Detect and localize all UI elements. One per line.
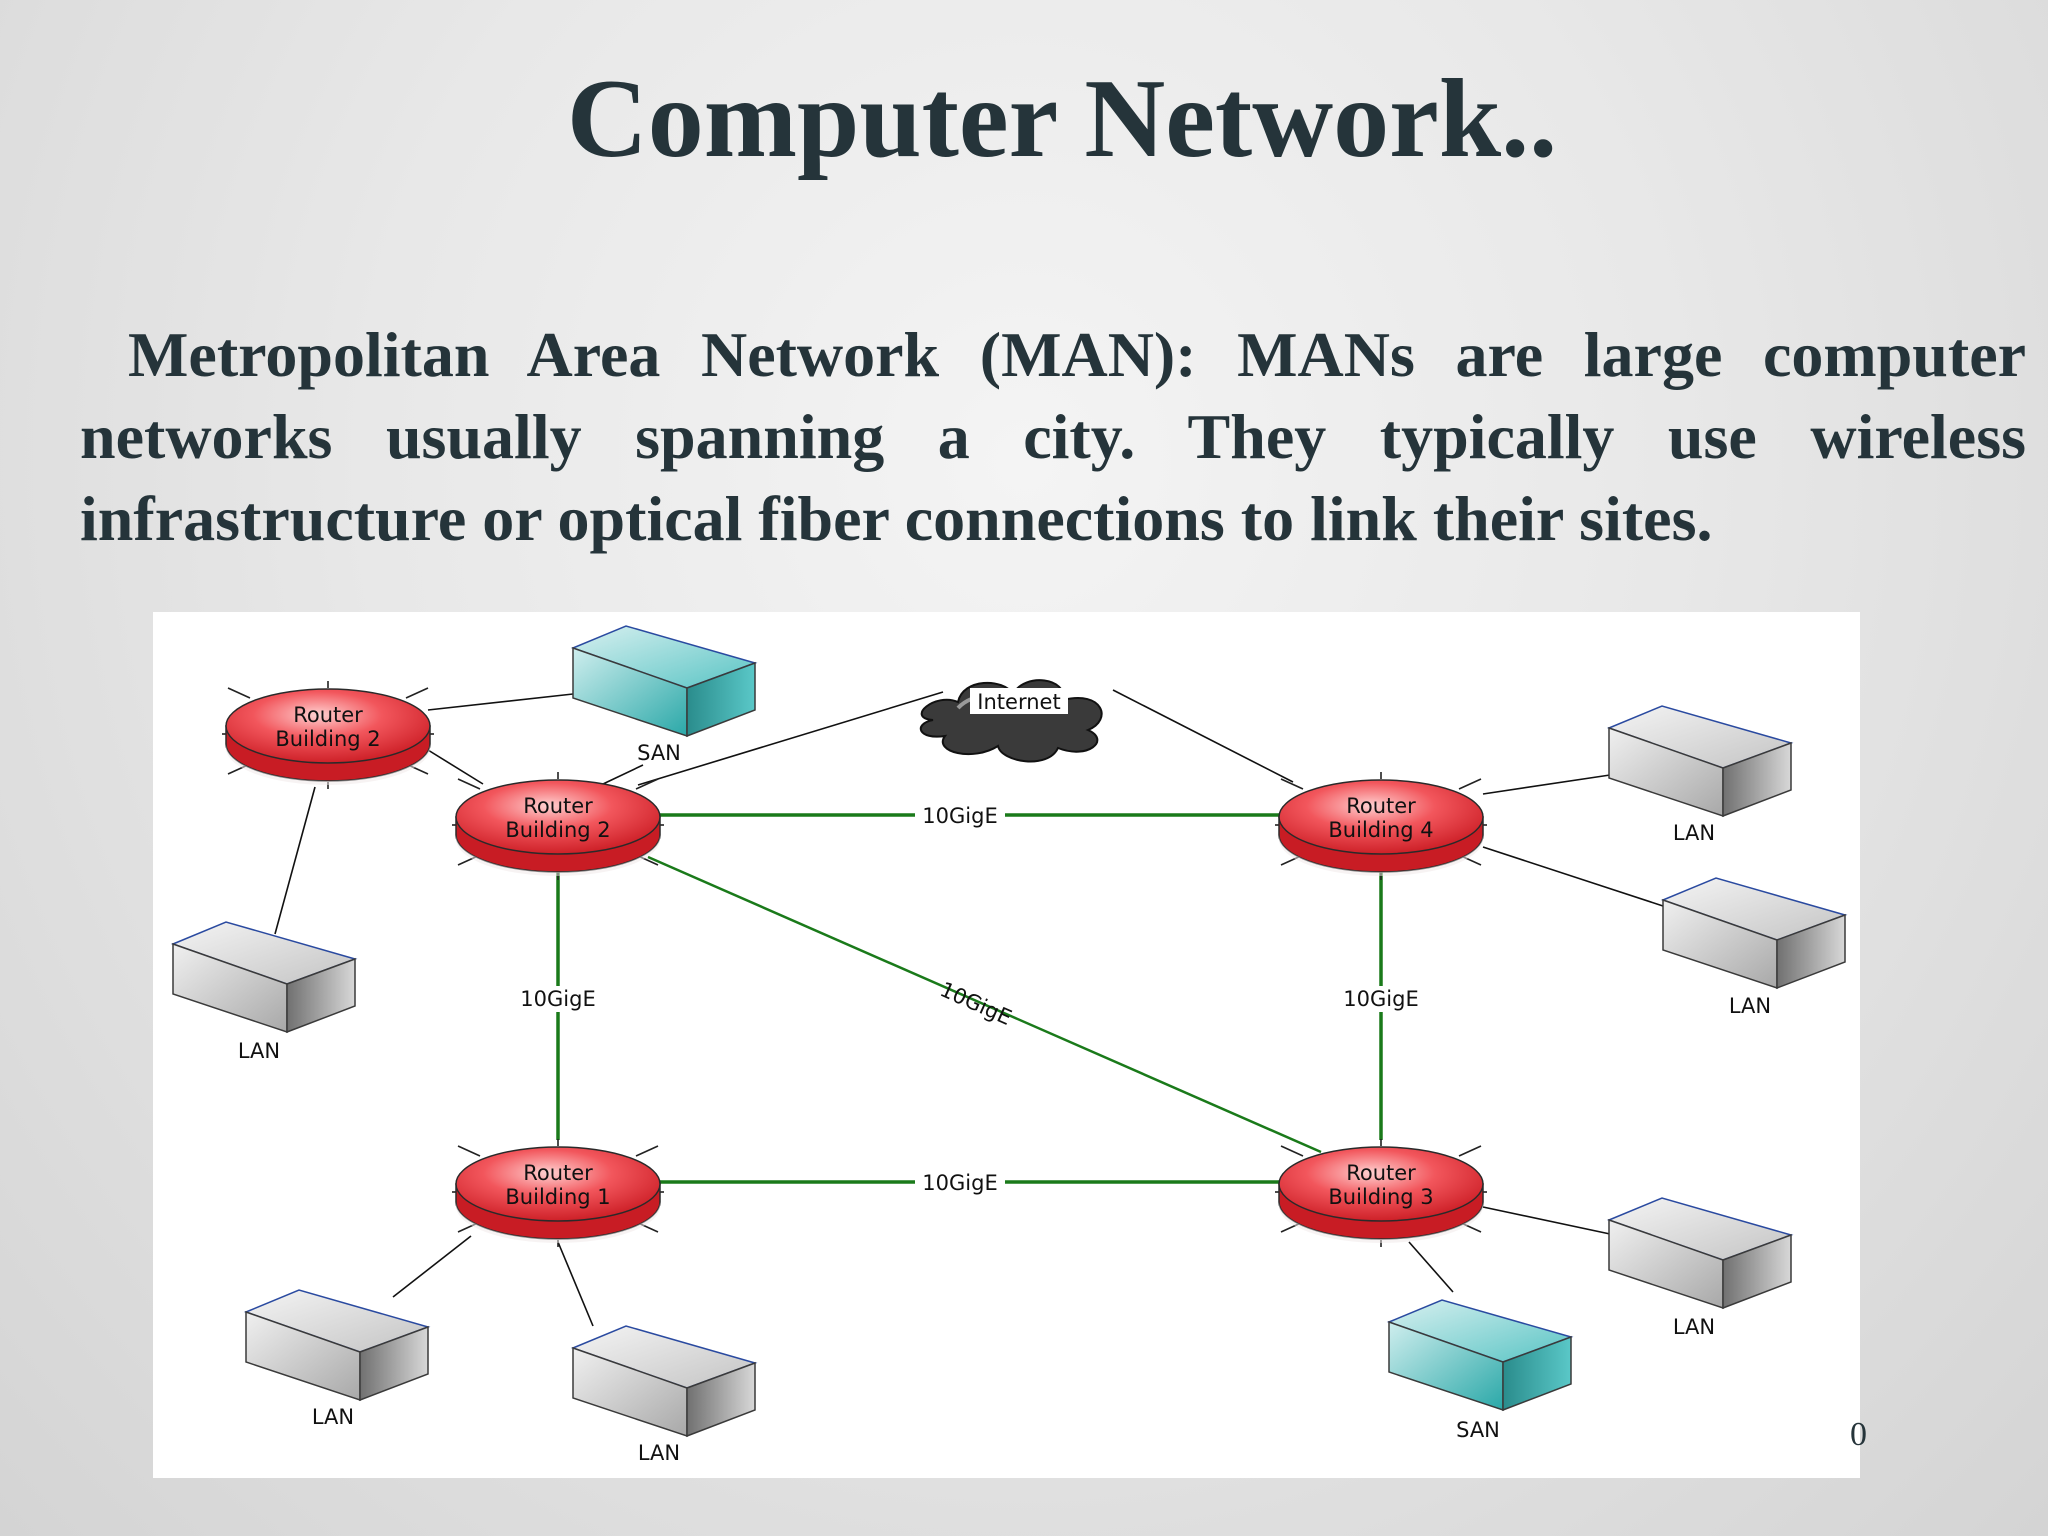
svg-text:Building 2: Building 2 — [275, 727, 380, 751]
page-title: Computer Network.. — [566, 57, 1558, 181]
lan-label: LAN — [312, 1405, 354, 1429]
lan-switch — [572, 1325, 756, 1437]
link-label: 10GigE — [1343, 987, 1418, 1011]
link-label: 10GigE — [922, 804, 997, 828]
san-storage — [572, 625, 756, 737]
san-label: SAN — [637, 741, 681, 765]
router-building-2: Router Building 2 — [451, 771, 665, 881]
slide-number: 0 — [1850, 1416, 1867, 1453]
man-description: Metropolitan Area Network (MAN): MANs ar… — [80, 319, 2026, 554]
internet-label: Internet — [977, 690, 1060, 714]
lan-switch — [245, 1289, 429, 1401]
svg-text:Router: Router — [1346, 1161, 1416, 1185]
router-building-4: Router Building 4 — [1274, 771, 1488, 881]
lan-label: LAN — [1729, 994, 1771, 1018]
internet-cloud: Internet — [919, 679, 1103, 763]
lan-label: LAN — [1673, 821, 1715, 845]
link-label: 10GigE — [520, 987, 595, 1011]
link-label: 10GigE — [922, 1171, 997, 1195]
san-storage — [1388, 1299, 1572, 1411]
svg-text:Building 1: Building 1 — [505, 1185, 610, 1209]
router-building-1: Router Building 1 — [451, 1138, 665, 1248]
svg-text:Building 3: Building 3 — [1328, 1185, 1433, 1209]
lan-label: LAN — [238, 1039, 280, 1063]
svg-text:Router: Router — [1346, 794, 1416, 818]
svg-text:Router: Router — [523, 1161, 593, 1185]
svg-text:Building 4: Building 4 — [1328, 818, 1433, 842]
lan-label: LAN — [1673, 1315, 1715, 1339]
lan-switch — [172, 921, 356, 1033]
router-building-2-outer: Router Building 2 — [221, 680, 435, 790]
san-label: SAN — [1456, 1418, 1500, 1442]
lan-switch — [1662, 877, 1846, 989]
man-network-diagram: 10GigE 10GigE 10GigE 10GigE 10GigE Inter… — [153, 612, 1860, 1478]
svg-text:Router: Router — [523, 794, 593, 818]
svg-text:Building 2: Building 2 — [505, 818, 610, 842]
lan-switch — [1608, 1197, 1792, 1309]
access-links — [274, 689, 1664, 1327]
router-building-3: Router Building 3 — [1274, 1138, 1488, 1248]
link-label: 10GigE — [937, 977, 1016, 1030]
lan-switch — [1608, 705, 1792, 817]
lan-label: LAN — [638, 1441, 680, 1465]
svg-text:Router: Router — [293, 703, 363, 727]
